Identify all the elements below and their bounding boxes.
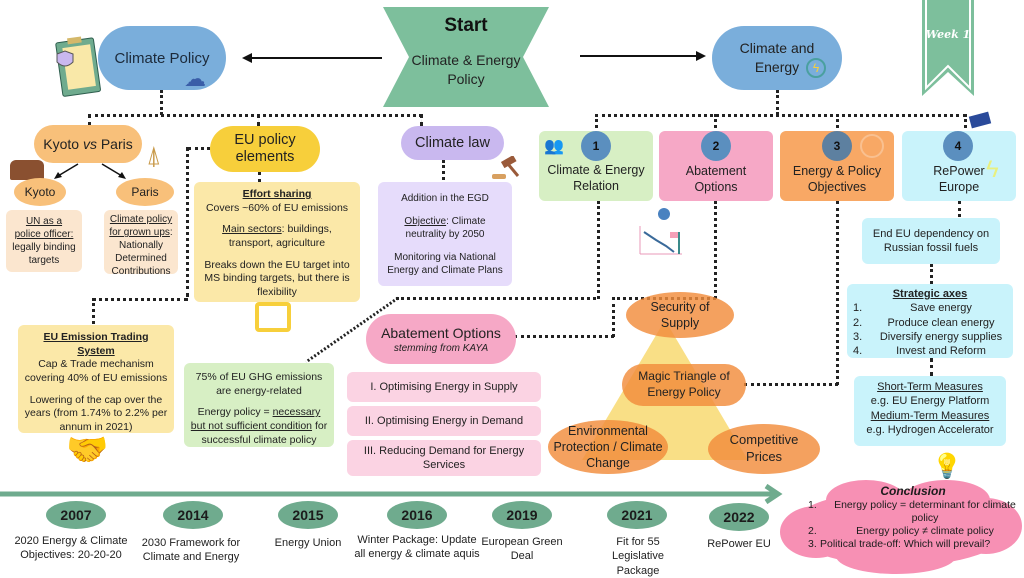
meeting-icon bbox=[255, 302, 291, 332]
climate-law-box: Addition in the EGD Objective: Climate n… bbox=[378, 182, 512, 286]
timeline-year-2007: 2007 bbox=[46, 501, 106, 529]
section-number-2: 2 bbox=[701, 131, 731, 161]
kyoto-node[interactable]: Kyoto bbox=[14, 178, 66, 206]
ets-box: EU Emission Trading System Cap & Trade m… bbox=[18, 325, 174, 433]
weather-icon: ☁ bbox=[184, 66, 206, 91]
timeline-event: European Green Deal bbox=[481, 536, 563, 563]
start-subtitle: Climate & Energy Policy bbox=[411, 52, 521, 87]
conclusion-content: Conclusion 1.Energy policy = determinant… bbox=[808, 484, 1016, 551]
lightning-circle-icon: ϟ bbox=[806, 58, 826, 78]
timeline-year-2021: 2021 bbox=[607, 501, 667, 529]
arrow-left bbox=[242, 53, 382, 63]
triangle-center-label[interactable]: Magic Triangle of Energy Policy bbox=[622, 364, 746, 406]
climate-policy-node[interactable]: Climate Policy bbox=[98, 26, 226, 90]
eu-flag-icon bbox=[968, 111, 992, 129]
repower-dependency-box: End EU dependency on Russian fossil fuel… bbox=[862, 218, 1000, 264]
abatement-item-2[interactable]: II. Optimising Energy in Demand bbox=[347, 406, 541, 436]
start-title: Start bbox=[444, 15, 488, 36]
timeline-event: 2020 Energy & Climate Objectives: 20-20-… bbox=[14, 535, 128, 562]
paris-description: Climate policy for grown ups: Nationally… bbox=[104, 210, 178, 277]
lightbulb-icon: 💡 bbox=[932, 453, 962, 480]
timeline-event: Winter Package: Update all energy & clim… bbox=[354, 534, 480, 561]
triangle-environmental-protection[interactable]: Environmental Protection / Climate Chang… bbox=[548, 420, 668, 474]
clipboard-icon bbox=[55, 36, 103, 98]
timeline-event: 2030 Framework for Climate and Energy bbox=[141, 537, 241, 564]
triangle-security-of-supply[interactable]: Security of Supply bbox=[626, 292, 734, 338]
timeline-year-2014: 2014 bbox=[163, 501, 223, 529]
section-number-3: 3 bbox=[822, 131, 852, 161]
timeline-year-2019: 2019 bbox=[492, 501, 552, 529]
start-banner: Start Climate & Energy Policy bbox=[383, 7, 549, 107]
kyoto-description: UN as a police officer: legally binding … bbox=[6, 210, 82, 272]
people-icon: 👥 bbox=[544, 138, 564, 155]
triangle-competitive-prices[interactable]: Competitive Prices bbox=[708, 424, 820, 474]
abatement-options-node[interactable]: Abatement Options stemming from KAYA bbox=[366, 314, 516, 364]
week-badge: Week 1 bbox=[922, 0, 974, 96]
section-number-4: 4 bbox=[943, 131, 973, 161]
section-number-1: 1 bbox=[581, 131, 611, 161]
eu-policy-elements-node[interactable]: EU policy elements bbox=[210, 126, 320, 172]
timeline-event: RePower EU bbox=[707, 538, 771, 550]
japan-temple-icon bbox=[10, 160, 44, 180]
gavel-icon bbox=[492, 155, 522, 182]
climate-energy-relation-box: 75% of EU GHG emissions are energy-relat… bbox=[184, 363, 334, 447]
declining-chart-icon bbox=[636, 208, 686, 260]
climate-law-node[interactable]: Climate law bbox=[401, 126, 504, 160]
section-climate-energy-relation[interactable]: Climate & Energy Relation bbox=[539, 131, 653, 201]
abatement-item-3[interactable]: III. Reducing Demand for Energy Services bbox=[347, 440, 541, 476]
timeline-event: Fit for 55 Legislative Package bbox=[612, 536, 664, 577]
kyoto-vs-paris-node[interactable]: Kyoto vs Paris bbox=[34, 125, 142, 163]
climate-and-energy-node[interactable]: Climate and Energy bbox=[712, 26, 842, 90]
effort-sharing-box: Effort sharing Covers ~60% of EU emissio… bbox=[194, 182, 360, 302]
strategic-axes-box: Strategic axes 1.Save energy 2.Produce c… bbox=[847, 284, 1013, 358]
timeline-arrow bbox=[0, 484, 783, 504]
eiffel-tower-icon: ⍋ bbox=[146, 140, 162, 170]
kyoto-paris-arrows bbox=[54, 163, 126, 179]
timeline-year-2016: 2016 bbox=[387, 501, 447, 529]
paris-node[interactable]: Paris bbox=[116, 178, 174, 206]
timeline-year-2015: 2015 bbox=[278, 501, 338, 529]
arrow-right bbox=[580, 51, 706, 61]
abatement-item-1[interactable]: I. Optimising Energy in Supply bbox=[347, 372, 541, 402]
timeline-year-2022: 2022 bbox=[709, 503, 769, 531]
timeline-event: Energy Union bbox=[274, 537, 342, 549]
measures-box: Short-Term Measures e.g. EU Energy Platf… bbox=[854, 376, 1006, 446]
connector-relation bbox=[305, 296, 399, 364]
lightning-icon: ϟ bbox=[986, 156, 999, 183]
conclusion-cloud bbox=[780, 480, 1022, 574]
handshake-icon: 🤝 bbox=[66, 431, 109, 469]
target-icon bbox=[860, 134, 884, 158]
